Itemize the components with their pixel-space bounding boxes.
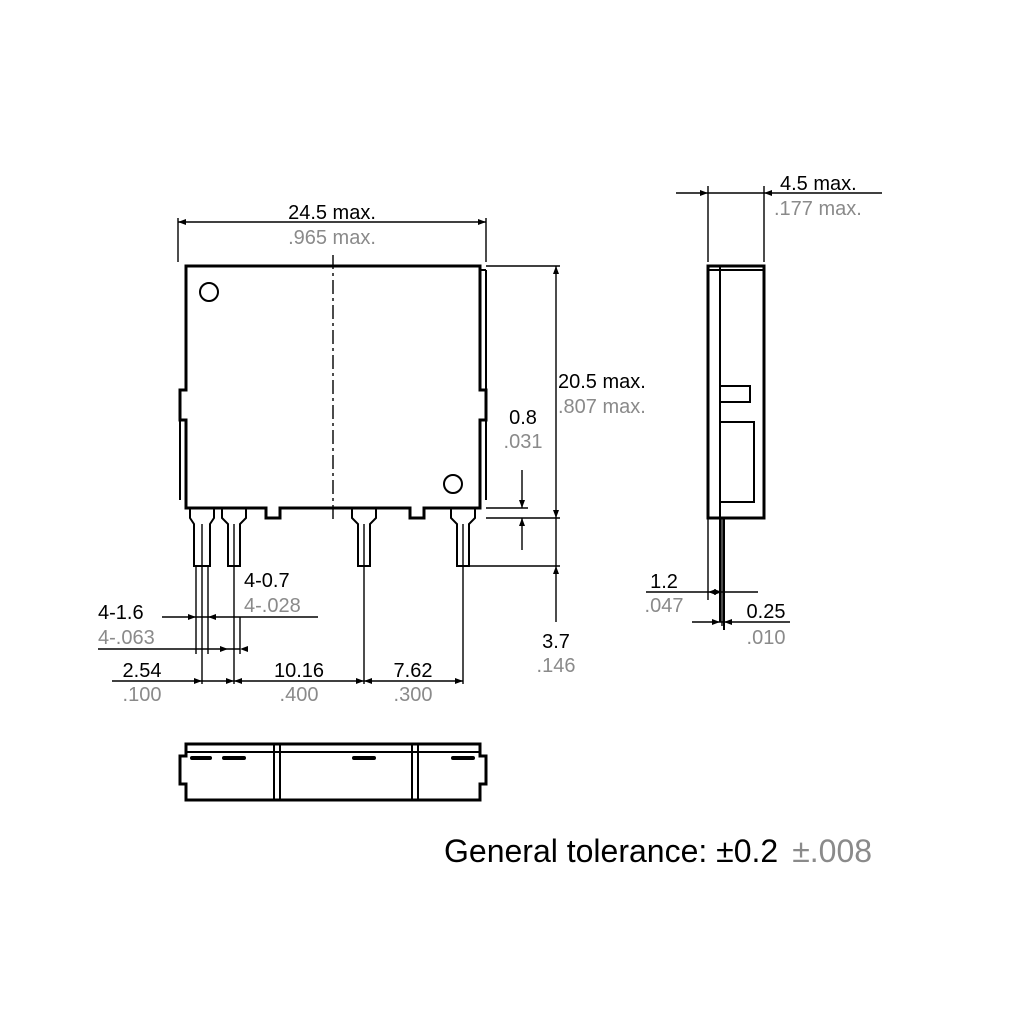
side-view: 4.5 max. .177 max. 1.2 .047 0.25 .010 <box>645 173 882 649</box>
side-offset-inch-label: .047 <box>645 595 684 617</box>
pin-length-inch-label: .146 <box>537 655 576 677</box>
bottom-pin-1 <box>190 756 212 760</box>
slot-gap-inch-label: .031 <box>504 431 543 453</box>
depth-inch-label: .177 max. <box>774 198 862 220</box>
width-inch-label: .965 max. <box>288 227 376 249</box>
tolerance-note: General tolerance: ±0.2 ±.008 <box>444 833 872 869</box>
pitch1-mm-label: 2.54 <box>123 660 162 682</box>
svg-text:General tolerance: ±0.2: General tolerance: ±0.2 ±.008 <box>444 833 872 869</box>
height-inch-label: .807 max. <box>558 396 646 418</box>
pitch3-mm-label: 7.62 <box>394 660 433 682</box>
pitch1-inch-label: .100 <box>123 684 162 706</box>
front-pin-1 <box>189 508 215 567</box>
marker-circle-bottom <box>443 474 463 494</box>
pitch3-inch-label: .300 <box>394 684 433 706</box>
pin-width-inch-label: 4-.028 <box>244 595 301 617</box>
front-pin-3 <box>351 508 377 567</box>
front-view: 24.5 max. .965 max. 20.5 max. .807 max. … <box>98 202 646 706</box>
depth-mm-label: 4.5 max. <box>780 173 857 195</box>
width-mm-label: 24.5 max. <box>288 202 376 224</box>
side-offset-mm-label: 1.2 <box>650 571 678 593</box>
pitch2-inch-label: .400 <box>280 684 319 706</box>
height-mm-label: 20.5 max. <box>558 371 646 393</box>
tolerance-inch: ±.008 <box>792 833 872 869</box>
slot-gap-mm-label: 0.8 <box>509 407 537 429</box>
pin1-marker-circle <box>199 282 219 302</box>
pitch2-mm-label: 10.16 <box>274 660 324 682</box>
pin-width-mm-label: 4-0.7 <box>244 570 290 592</box>
bottom-pin-3 <box>352 756 376 760</box>
front-pin-4 <box>450 508 476 567</box>
pin-thickness-inch-label: 4-.063 <box>98 627 155 649</box>
pin-thickness-mm-label: 4-1.6 <box>98 602 144 624</box>
bottom-body-outline <box>178 742 488 802</box>
bottom-pin-4 <box>451 756 475 760</box>
front-body-outline <box>178 264 488 520</box>
tolerance-label: General tolerance: ±0.2 <box>444 833 778 869</box>
bottom-pin-2 <box>222 756 246 760</box>
pin-length-mm-label: 3.7 <box>542 631 570 653</box>
bottom-view <box>178 742 488 802</box>
side-thick-mm-label: 0.25 <box>747 601 786 623</box>
side-thick-inch-label: .010 <box>747 627 786 649</box>
side-body-outline <box>706 264 766 520</box>
front-pin-2 <box>221 508 247 567</box>
